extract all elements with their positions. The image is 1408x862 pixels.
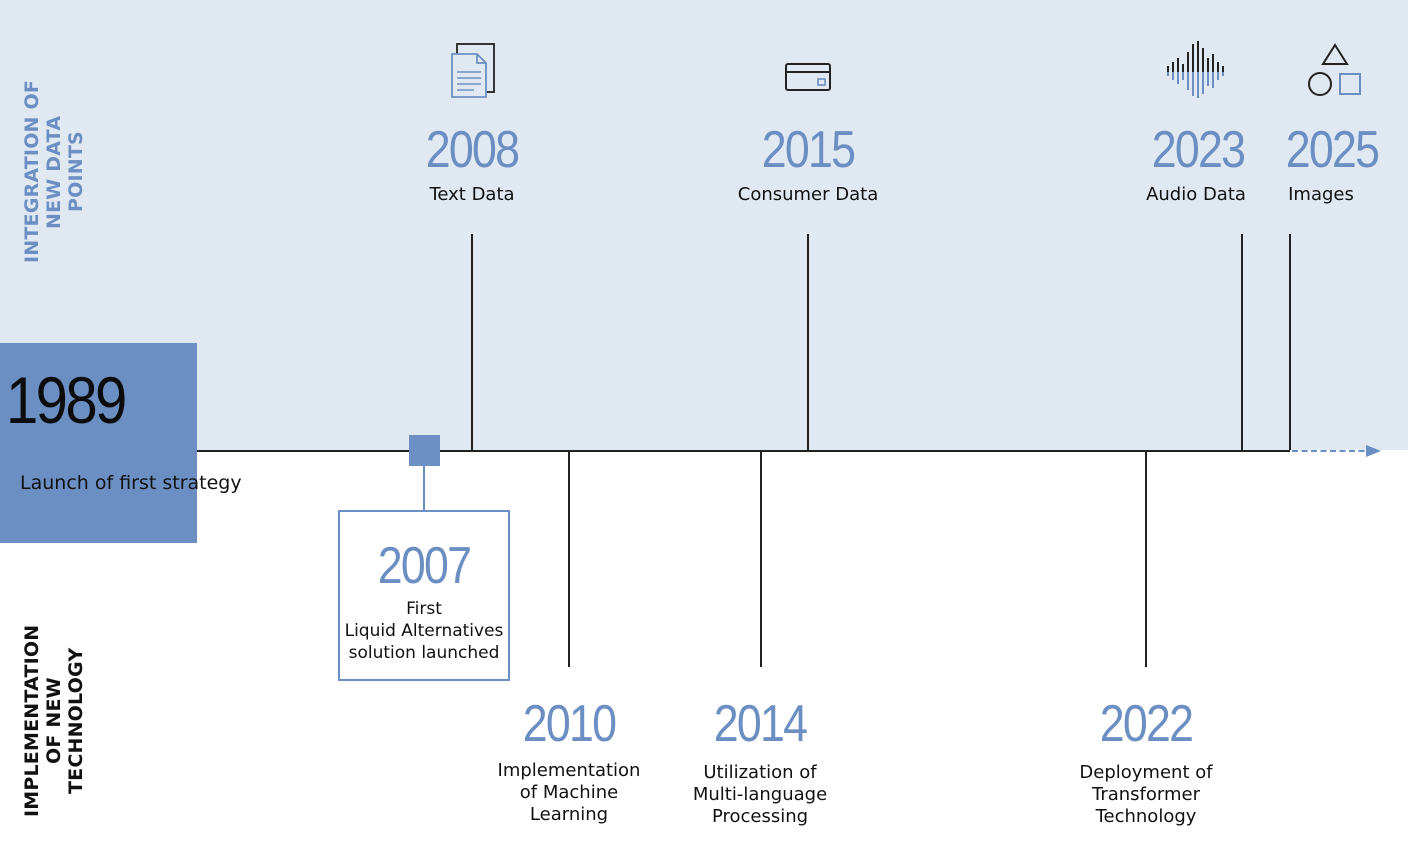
label-transformer-technology: Deployment of Transformer Technology: [1079, 762, 1213, 827]
bottom-section-label: IMPLEMENTATION OF NEW TECHNOLOGY: [21, 624, 87, 818]
sound-wave-icon: [1167, 41, 1224, 98]
highlight-box-2007: [338, 510, 510, 681]
year-2023: 2023: [1151, 121, 1246, 179]
label-audio-data: Audio Data: [1146, 184, 1246, 205]
document-icon: [451, 43, 495, 98]
timeline-marker-2007: [409, 435, 440, 466]
label-first-liquid-alternatives: First Liquid Alternatives solution launc…: [344, 599, 504, 663]
arrow-right-icon: [1366, 445, 1381, 457]
year-2008: 2008: [425, 121, 520, 179]
credit-card-icon: [785, 63, 831, 91]
connector-2025: [1289, 234, 1291, 450]
year-2010: 2010: [522, 695, 617, 753]
label-text-data: Text Data: [429, 184, 515, 205]
label-images: Images: [1288, 184, 1354, 205]
label-machine-learning: Implementation of Machine Learning: [497, 760, 641, 825]
shapes-icon: [1308, 43, 1361, 96]
connector-2008: [471, 234, 473, 450]
top-section-label: INTEGRATION OF NEW DATA POINTS: [21, 80, 87, 264]
connector-2023: [1241, 234, 1243, 450]
timeline-axis: [197, 450, 1290, 452]
connector-2022: [1145, 452, 1147, 667]
label-consumer-data: Consumer Data: [737, 184, 879, 205]
year-2022: 2022: [1099, 695, 1194, 753]
year-2025: 2025: [1285, 121, 1380, 179]
label-multi-language-processing: Utilization of Multi-language Processing: [692, 762, 828, 827]
start-year: 1989: [6, 363, 127, 437]
year-2015: 2015: [761, 121, 856, 179]
start-block: [0, 343, 197, 543]
timeline-future-dashed: [1292, 450, 1374, 452]
connector-2014: [760, 452, 762, 667]
year-2007: 2007: [377, 537, 472, 595]
marker-stem-2007: [423, 466, 425, 510]
year-2014: 2014: [713, 695, 808, 753]
connector-2015: [807, 234, 809, 450]
start-description: Launch of first strategy: [20, 472, 242, 494]
connector-2010: [568, 452, 570, 667]
